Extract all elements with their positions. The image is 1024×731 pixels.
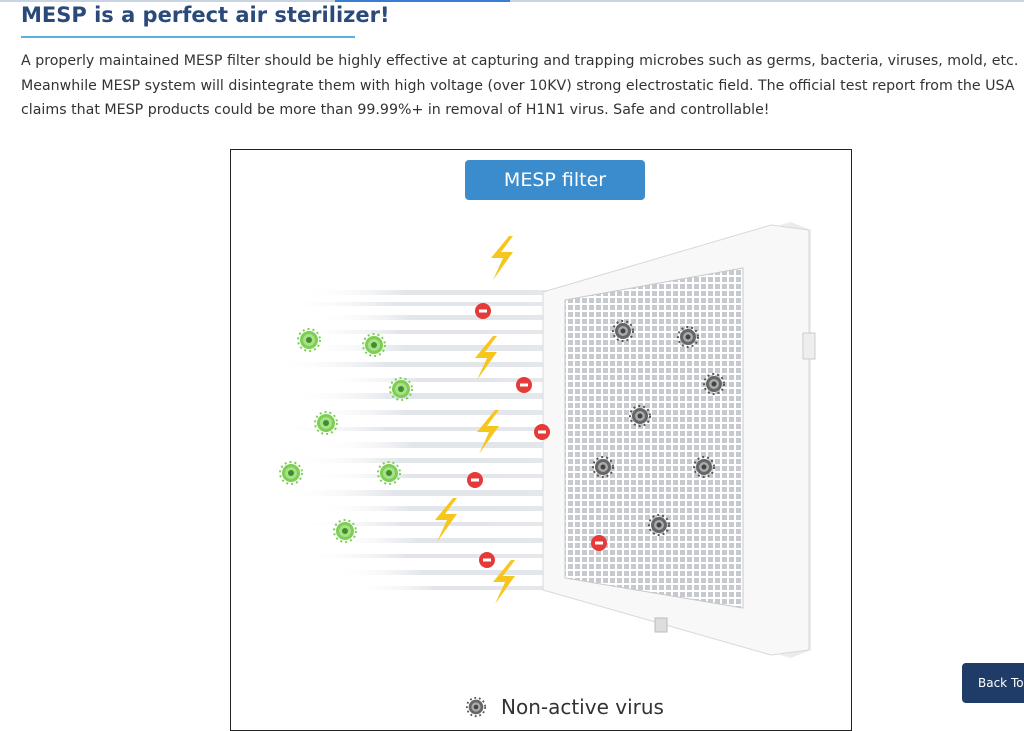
top-border	[0, 0, 1024, 2]
title-underline	[21, 36, 355, 38]
figure-label-mesp-filter: MESP filter	[465, 160, 645, 200]
top-border-highlight	[335, 0, 510, 2]
non-active-virus-icon	[465, 696, 487, 718]
legend: Non-active virus	[465, 695, 664, 719]
illustration-svg	[271, 222, 816, 658]
page-title: MESP is a perfect air sterilizer!	[21, 3, 390, 27]
legend-label: Non-active virus	[501, 695, 664, 719]
back-to-top-button[interactable]: Back To Top	[962, 663, 1024, 703]
filter-panel	[542, 222, 816, 658]
article-paragraph: A properly maintained MESP filter should…	[21, 53, 1019, 118]
airflow-streaks	[271, 290, 561, 590]
mesp-filter-illustration: MESP filter Non-active virus	[230, 149, 852, 731]
